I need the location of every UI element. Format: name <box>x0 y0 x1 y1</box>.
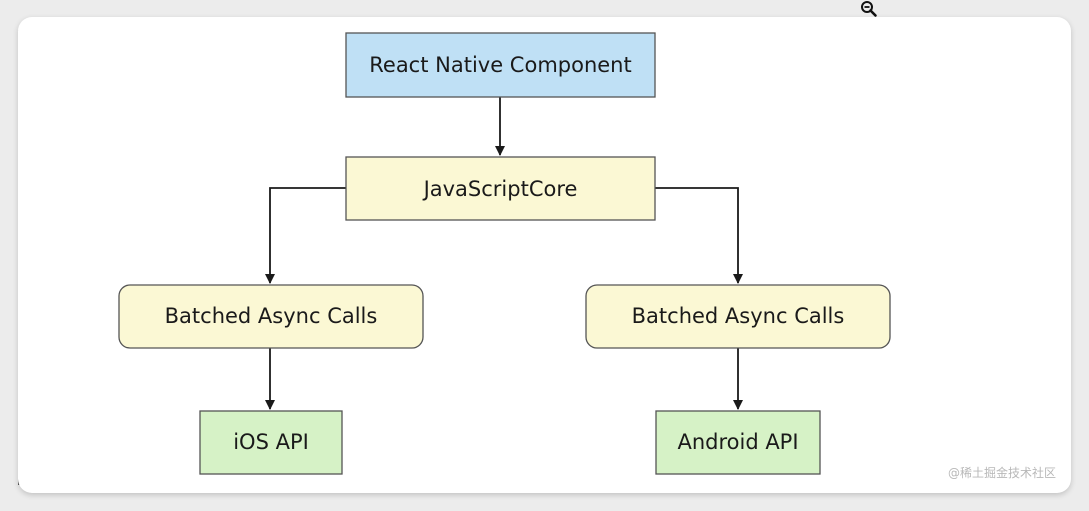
node-react-native-component: React Native Component <box>345 32 656 98</box>
node-ios-api: iOS API <box>199 410 343 475</box>
node-javascriptcore: JavaScriptCore <box>345 156 656 221</box>
edge-jscore-to-batched-left <box>265 187 346 284</box>
node-label: React Native Component <box>369 53 631 77</box>
edge-jscore-to-batched-right <box>655 187 743 284</box>
node-label: iOS API <box>233 430 309 454</box>
node-box <box>655 410 821 475</box>
node-label: Batched Async Calls <box>632 304 845 328</box>
node-label: Batched Async Calls <box>165 304 378 328</box>
node-label: Android API <box>677 430 798 454</box>
node-box <box>345 32 656 98</box>
node-box <box>345 156 656 221</box>
node-batched-async-calls-right: Batched Async Calls <box>585 284 891 349</box>
zoom-out-icon[interactable] <box>860 0 878 18</box>
watermark: @稀土掘金技术社区 <box>948 466 1057 480</box>
node-batched-async-calls-left: Batched Async Calls <box>118 284 424 349</box>
node-label: JavaScriptCore <box>422 177 578 201</box>
node-box <box>199 410 343 475</box>
node-box <box>118 284 424 349</box>
node-box <box>585 284 891 349</box>
node-android-api: Android API <box>655 410 821 475</box>
edges <box>265 97 743 410</box>
